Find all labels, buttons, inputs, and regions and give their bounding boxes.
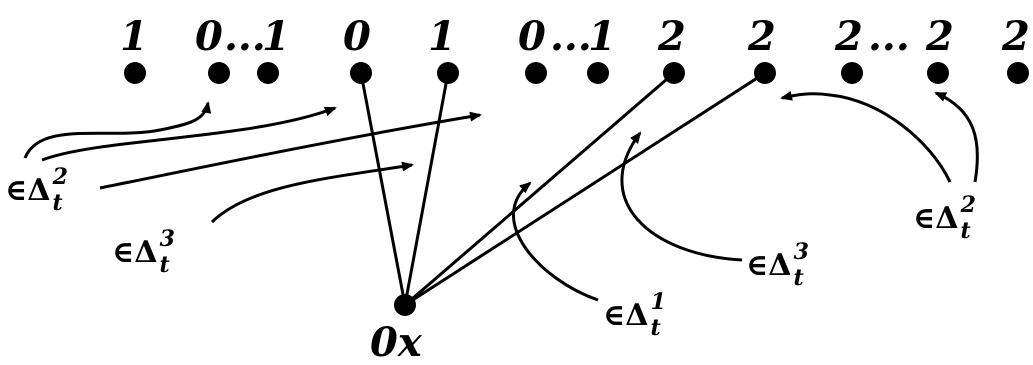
node-label-2: 0 [195,13,223,60]
tree-node [927,62,949,84]
tree-node [257,62,279,84]
node-label-ellipsis-3: ... [868,13,910,60]
membership-label-3: ∈Δt1 [603,289,666,341]
node-label-6: 0 [518,13,546,60]
node-label-ellipsis-2: ... [550,13,592,60]
membership-label-1: ∈Δt2 [5,164,68,216]
arrow [41,106,337,162]
tree-node [208,62,230,84]
tree-node [525,62,547,84]
arrow [99,111,482,190]
arrow [210,161,414,224]
tree-node [587,62,609,84]
edge [404,71,766,307]
arrow [620,131,743,262]
node-label-4: 0 [343,13,371,60]
node-label-8: 2 [657,13,686,60]
node-label-7: 1 [588,13,616,60]
arrow [511,181,599,302]
node-label-10: 2 [834,13,863,60]
arrow [780,90,952,183]
edge [404,71,675,307]
arrow [934,91,979,183]
root-label: 0x [370,319,423,365]
membership-label-4: ∈Δt3 [746,239,809,291]
node-label-ellipsis-1: ... [224,13,266,60]
node-label-1: 1 [120,13,148,60]
node-label-9: 2 [747,13,776,60]
node-label-3: 1 [262,13,290,60]
tree-node [1007,62,1029,84]
membership-label-5: ∈Δt2 [913,192,976,244]
node-label-11: 2 [925,13,954,60]
node-label-5: 1 [428,13,456,60]
membership-label-2: ∈Δt3 [112,226,175,278]
tree-node [841,62,863,84]
edge [403,72,450,306]
tree-node [124,62,146,84]
edge [359,72,407,306]
arrow [23,101,212,159]
node-label-12: 2 [1001,13,1030,60]
